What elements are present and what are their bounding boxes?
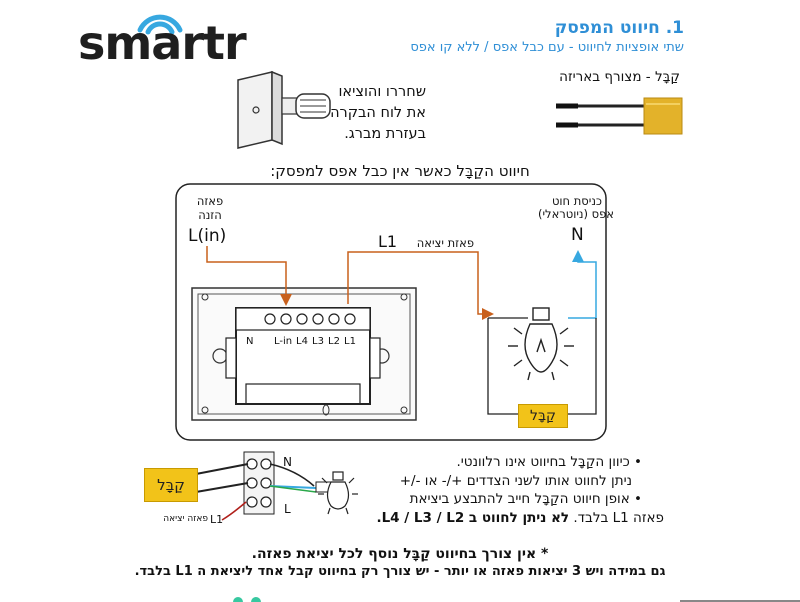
footnote-line-2: גם במידה ויש 3 יציאות פאזה או יותר - יש … <box>134 564 666 579</box>
bulb-icon <box>508 307 574 381</box>
phase-in-symbol: L(in) <box>188 226 227 246</box>
terminal-label-l2: L2 <box>328 336 340 347</box>
detail-capacitor: קַבָּל <box>144 468 198 502</box>
page-title: 1. חיווט המפסק <box>554 18 684 38</box>
terminal-label-lin: L-in <box>274 336 293 347</box>
circuit-capacitor: קַבָּל <box>518 404 568 428</box>
detail-bulb-icon <box>318 471 358 515</box>
terminal-labels: N L-in L4 L3 L2 L1 <box>244 336 360 350</box>
phase-in-wire <box>206 246 292 306</box>
footnote-line-1: * אין צורך בחיווט קַבָּל נוסף לכל יציאת … <box>251 546 549 562</box>
removal-instruction: שחררו והוציאו את לוח הבקרה בעזרת מברג. <box>330 84 426 142</box>
detail-l1-label: L1 <box>210 513 224 526</box>
terminal-label-l3: L3 <box>312 336 324 347</box>
l1-symbol: L1 <box>378 232 398 251</box>
terminal-label-l1: L1 <box>344 336 356 347</box>
neutral-symbol: N <box>571 225 584 245</box>
terminal-label-l4: L4 <box>296 336 308 347</box>
note-line-4-plain: פאזה L1 בלבד. <box>573 510 664 526</box>
note-line-1: • כיוון הקַבָּל בחיווט אינו רלוונטי. <box>456 454 643 470</box>
wifi-signal-icon <box>137 14 183 35</box>
detail-terminal-l: L <box>284 502 291 516</box>
page-subtitle: שתי אופציות לחיווט - עם כבל אפס / ללא קו… <box>410 40 684 55</box>
neutral-label-line2: אפס (ניוטראלי) <box>537 207 614 221</box>
note-line-4-bold: לא ניתן לחווט ב L4 / L3 / L2. <box>376 510 570 526</box>
logo <box>78 8 278 78</box>
output-label: פאזת יציאה <box>416 236 474 250</box>
note-line-2: ניתן לחווט אותו לשני הצדדים +/- או -/+ <box>399 473 632 489</box>
phase-out-wire <box>347 251 494 320</box>
neutral-wire <box>568 250 597 319</box>
capacitor-image <box>556 97 683 135</box>
note-line-3: • אופן חיווט הקַבָּל חייב להתבצע ביציאת <box>409 491 642 507</box>
detail-diagram <box>195 451 358 521</box>
detail-output-label: פאזה יציאה <box>163 514 208 524</box>
capacitor-title: קַבָּל - מצורף באריזה <box>559 69 680 85</box>
switch-panel-image <box>237 70 331 149</box>
detail-terminal-n: N <box>283 455 292 469</box>
phase-in-label: פאזה הזנה <box>196 194 224 222</box>
terminal-label-n: N <box>246 336 254 347</box>
logo-text: smartr <box>78 16 247 70</box>
neutral-label-line1: כניסת חוט <box>551 194 603 208</box>
wiring-title: חיווט הקַבָּל כאשר אין כבל אפס למפסק: <box>270 162 530 180</box>
note-line-4: פאזה L1 בלבד. לא ניתן לחווט ב L4 / L3 / … <box>376 510 664 526</box>
